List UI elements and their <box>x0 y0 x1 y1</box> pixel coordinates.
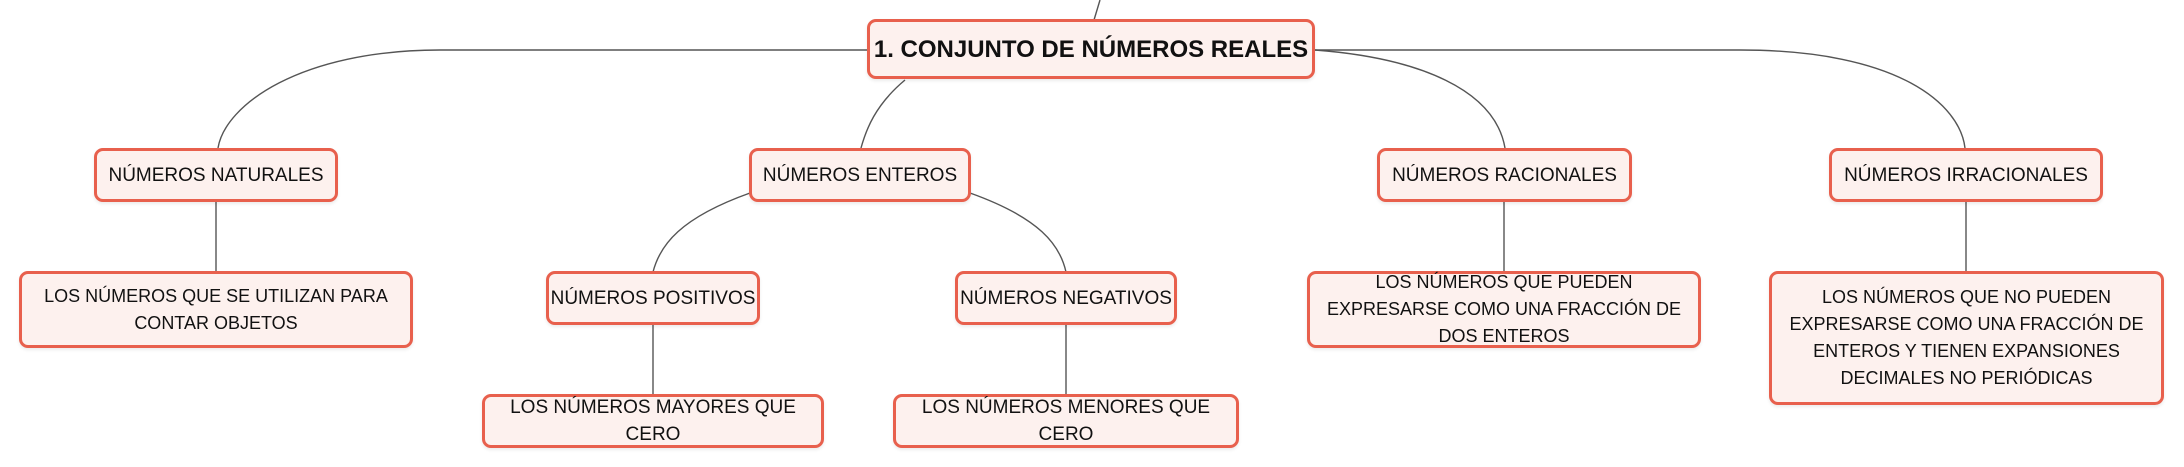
topic-numeros-naturales[interactable]: NÚMEROS NATURALES <box>94 148 338 202</box>
subtopic-label: LOS NÚMEROS QUE NO PUEDEN EXPRESARSE COM… <box>1789 287 2144 388</box>
topic-label: NÚMEROS ENTEROS <box>762 164 958 186</box>
subtopic-label: LOS NÚMEROS MAYORES QUE CERO <box>510 397 796 445</box>
topic-numeros-racionales[interactable]: NÚMEROS RACIONALES <box>1377 148 1632 202</box>
subtopic-label: NÚMEROS NEGATIVOS <box>960 287 1172 309</box>
topic-numeros-enteros[interactable]: NÚMEROS ENTEROS <box>749 148 971 202</box>
topic-numeros-irracionales[interactable]: NÚMEROS IRRACIONALES <box>1829 148 2103 202</box>
subtopic-negativos-description[interactable]: LOS NÚMEROS MENORES QUE CERO <box>893 394 1239 448</box>
subtopic-racionales-description[interactable]: LOS NÚMEROS QUE PUEDEN EXPRESARSE COMO U… <box>1307 271 1701 348</box>
topic-label: NÚMEROS NATURALES <box>108 164 324 186</box>
subtopic-positivos-description[interactable]: LOS NÚMEROS MAYORES QUE CERO <box>482 394 824 448</box>
root-topic-label: 1. CONJUNTO DE NÚMEROS REALES <box>873 35 1309 63</box>
subtopic-naturales-description[interactable]: LOS NÚMEROS QUE SE UTILIZAN PARA CONTAR … <box>19 271 413 348</box>
connector-root-irracionales <box>1315 49 1966 149</box>
connector-parent-root <box>1093 0 1101 21</box>
connector-root-naturales <box>217 49 870 149</box>
subtopic-label: LOS NÚMEROS QUE PUEDEN EXPRESARSE COMO U… <box>1326 272 1682 346</box>
connector-enteros-positivos <box>652 192 751 273</box>
root-topic[interactable]: 1. CONJUNTO DE NÚMEROS REALES <box>867 19 1315 79</box>
subtopic-label: LOS NÚMEROS QUE SE UTILIZAN PARA CONTAR … <box>44 285 388 333</box>
subtopic-label: NÚMEROS POSITIVOS <box>550 287 756 309</box>
topic-label: NÚMEROS IRRACIONALES <box>1844 164 2088 186</box>
subtopic-label: LOS NÚMEROS MENORES QUE CERO <box>921 397 1211 445</box>
subtopic-numeros-positivos[interactable]: NÚMEROS POSITIVOS <box>546 271 760 325</box>
topic-label: NÚMEROS RACIONALES <box>1392 164 1617 186</box>
connector-root-racionales <box>1314 49 1506 149</box>
subtopic-numeros-negativos[interactable]: NÚMEROS NEGATIVOS <box>955 271 1177 325</box>
subtopic-irracionales-description[interactable]: LOS NÚMEROS QUE NO PUEDEN EXPRESARSE COM… <box>1769 271 2164 405</box>
connector-enteros-negativos <box>969 192 1067 273</box>
connector-root-enteros <box>860 79 906 149</box>
